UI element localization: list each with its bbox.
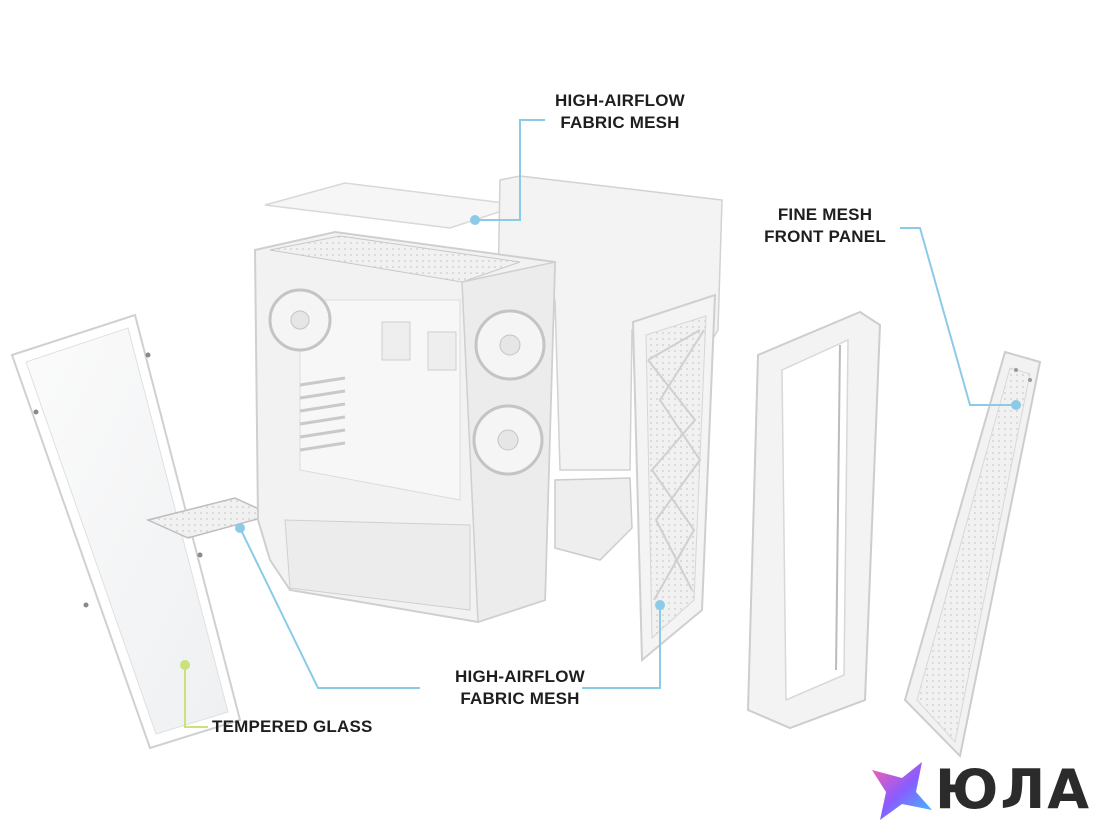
front-frame <box>746 310 882 730</box>
drive-cage <box>554 477 633 561</box>
top-fabric-mesh-sheet <box>264 182 521 229</box>
label-line: FABRIC MESH <box>560 113 680 132</box>
yula-logo-mark <box>872 762 932 820</box>
label-line: TEMPERED GLASS <box>212 717 373 736</box>
label-bottom-fabric-mesh: HIGH-AIRFLOW FABRIC MESH <box>420 666 620 710</box>
leader-line-glass <box>180 660 208 728</box>
label-line: FABRIC MESH <box>460 689 580 708</box>
label-line: FRONT PANEL <box>764 227 886 246</box>
side-fabric-mesh-panel <box>631 293 717 663</box>
front-fan-bottom <box>472 404 544 476</box>
label-tempered-glass: TEMPERED GLASS <box>212 716 412 738</box>
label-line: HIGH-AIRFLOW <box>555 91 685 110</box>
label-fine-mesh-front-panel: FINE MESH FRONT PANEL <box>740 204 910 248</box>
fine-mesh-front-panel <box>903 350 1042 759</box>
leader-line-front-panel <box>900 227 1021 410</box>
leader-line-bottom-mesh <box>235 523 665 689</box>
leader-line-top-mesh <box>470 119 545 225</box>
yula-logo-text: ЮЛА <box>935 758 1092 821</box>
label-line: HIGH-AIRFLOW <box>455 667 585 686</box>
label-top-fabric-mesh: HIGH-AIRFLOW FABRIC MESH <box>520 90 720 134</box>
label-line: FINE MESH <box>777 205 873 224</box>
rear-fan <box>268 288 332 352</box>
tempered-glass-panel <box>10 313 242 750</box>
front-fan-top <box>474 309 546 381</box>
